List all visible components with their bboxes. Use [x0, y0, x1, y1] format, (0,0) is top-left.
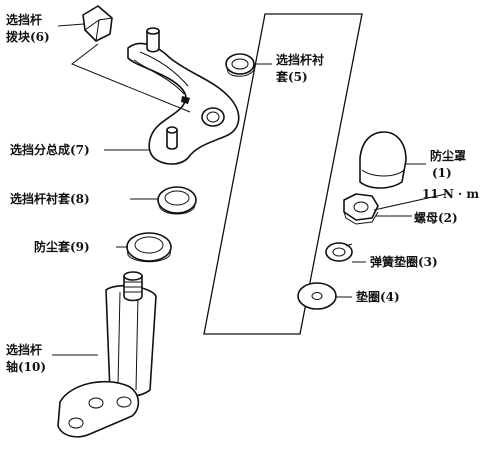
assembly-guide-line: [71, 43, 191, 113]
label-shift-lever-block-1: 选挡杆: [6, 12, 42, 27]
lever-bushing-a-part: [225, 53, 255, 77]
label-nut: 螺母(2): [414, 210, 458, 225]
dust-cap-part: [359, 131, 407, 189]
group-outline: [203, 13, 363, 335]
label-shift-lever-block-2: 拨块(6): [6, 29, 50, 44]
label-lever-bushing-a-2: 套(5): [275, 69, 308, 84]
shift-lever-shaft-part: [57, 271, 157, 438]
label-washer: 垫圈(4): [356, 289, 400, 304]
shift-assembly-part: [127, 27, 240, 165]
spring-washer-part: [325, 242, 353, 262]
washer-part: [297, 282, 337, 310]
leader-line-torque: [373, 193, 447, 211]
shift-lever-block-part: [82, 5, 113, 42]
label-lever-bushing-a-1: 选挡杆衬: [276, 52, 324, 67]
lever-bushing-b-part: [157, 186, 197, 215]
dust-boot-part: [126, 232, 172, 263]
label-dust-boot: 防尘套(9): [34, 239, 90, 254]
nut-part: [343, 193, 379, 225]
label-dust-cap-1: 防尘罩: [430, 148, 466, 163]
label-shift-lever-shaft-2: 轴(10): [6, 359, 46, 374]
label-spring-washer: 弹簧垫圈(3): [370, 254, 438, 269]
leader-line-6: [57, 23, 85, 27]
label-shift-lever-shaft-1: 选挡杆: [6, 342, 42, 357]
label-shift-assembly: 选挡分总成(7): [10, 142, 90, 157]
label-torque-spec: 11 N · m: [422, 187, 479, 201]
label-lever-bushing-b: 选挡杆衬套(8): [10, 191, 90, 206]
label-dust-cap-2: (1): [432, 166, 452, 180]
